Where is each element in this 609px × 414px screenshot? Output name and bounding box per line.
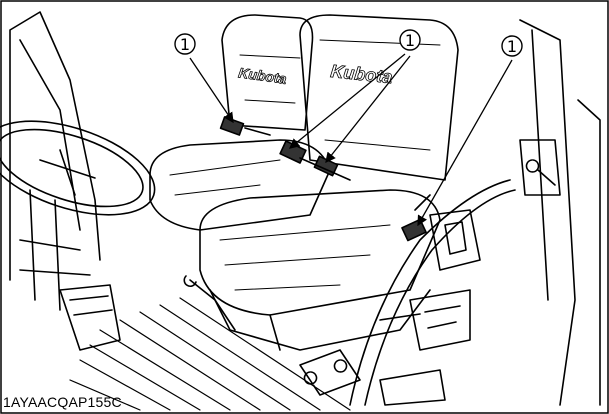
svg-text:1: 1: [405, 31, 415, 50]
leader-line-left: [189, 57, 234, 124]
leader-line-center-b: [325, 55, 411, 164]
pedal: [59, 284, 121, 351]
right-seat-backrest: [299, 14, 459, 181]
svg-text:1: 1: [180, 35, 190, 54]
seat-base: [209, 289, 431, 351]
callout-1-center: 1: [399, 29, 421, 51]
callout-1-left: 1: [174, 33, 196, 55]
floor-mat: [69, 297, 351, 411]
leader-line-center-a: [288, 53, 406, 149]
cab-right-pillar: [519, 19, 601, 406]
svg-text:1: 1: [507, 37, 517, 56]
right-seat-cushion: [199, 189, 441, 316]
door-latch: [519, 139, 561, 196]
leader-line-right: [417, 59, 513, 227]
steering-wheel: [0, 120, 156, 216]
control-console: [429, 209, 481, 271]
left-seat-backrest: [221, 14, 314, 131]
steering-column: [19, 189, 91, 311]
callout-1-right: 1: [501, 35, 523, 57]
brand-left: Kubota: [237, 64, 287, 87]
grab-handle: [349, 179, 516, 406]
left-seat-cushion: [149, 139, 331, 231]
figure-code: 1AYAACQAP155C: [3, 394, 122, 410]
